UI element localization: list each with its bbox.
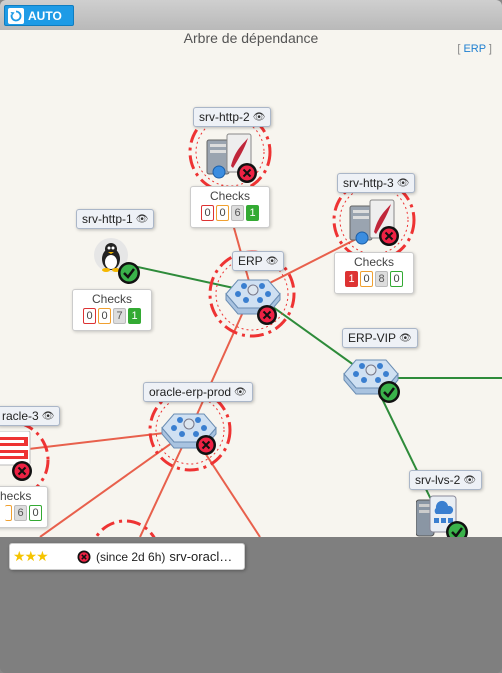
- oracle-logo-icon[interactable]: [0, 430, 32, 472]
- ok-status-icon: [377, 380, 401, 409]
- dependency-tree-panel[interactable]: Arbre de dépendance [ ERP ] srv-ht: [0, 30, 502, 537]
- count-warning[interactable]: 0: [216, 205, 229, 221]
- count-ok[interactable]: 0: [390, 271, 403, 287]
- count-critical[interactable]: 0: [83, 308, 96, 324]
- status-card[interactable]: ★★★ (since 2d 6h) srv-oracl…: [9, 543, 245, 570]
- host-name[interactable]: srv-oracl…: [169, 549, 233, 564]
- count-warning[interactable]: 0: [360, 271, 373, 287]
- edge-oracle-down-far: [39, 429, 191, 537]
- critical-status-icon: [378, 225, 400, 252]
- eye-icon[interactable]: 👁: [252, 111, 266, 123]
- node-label-srv-http-1[interactable]: srv-http-1👁: [76, 209, 155, 229]
- filter-breadcrumb: [ ERP ]: [457, 43, 492, 55]
- status-footer: ★★★ (since 2d 6h) srv-oracl…: [0, 537, 502, 673]
- critical-status-icon: [77, 550, 91, 564]
- eye-icon[interactable]: 👁: [234, 386, 247, 398]
- eye-icon[interactable]: 👁: [396, 177, 410, 189]
- eye-icon[interactable]: 👁: [399, 332, 412, 344]
- eye-icon[interactable]: 👁: [265, 255, 279, 267]
- eye-icon[interactable]: 👁: [135, 213, 149, 225]
- load-balancer-icon[interactable]: [415, 494, 464, 537]
- node-label-srv-http-2[interactable]: srv-http-2👁: [193, 107, 272, 127]
- edge-erp-oracle: [189, 291, 253, 431]
- critical-status-icon: [195, 434, 217, 461]
- eye-icon[interactable]: 👁: [463, 474, 477, 486]
- count-critical[interactable]: 0: [201, 205, 214, 221]
- critical-status-icon: [236, 162, 258, 189]
- ok-status-icon: [117, 261, 141, 290]
- eye-icon[interactable]: 👁: [41, 410, 55, 422]
- node-label-erp-vip[interactable]: ERP-VIP👁: [342, 328, 418, 348]
- count-ok[interactable]: 1: [128, 308, 141, 324]
- count-unknown[interactable]: 6: [231, 205, 244, 221]
- count-unknown[interactable]: 6: [14, 505, 27, 521]
- critical-status-icon: [11, 460, 33, 487]
- count-warning[interactable]: 0: [5, 505, 12, 521]
- node-label-erp[interactable]: ERP👁: [232, 251, 285, 271]
- erp-filter-link[interactable]: ERP: [463, 43, 486, 55]
- business-impact-stars: ★★★: [13, 548, 49, 564]
- toolbar: AUTO: [0, 0, 502, 30]
- refresh-icon: [8, 7, 24, 24]
- node-label-srv-http-3[interactable]: srv-http-3👁: [337, 173, 416, 193]
- node-label-oracle-3[interactable]: racle-3👁: [0, 406, 61, 426]
- count-unknown[interactable]: 7: [113, 308, 126, 324]
- count-ok[interactable]: 0: [29, 505, 42, 521]
- count-unknown[interactable]: 8: [375, 271, 388, 287]
- count-ok[interactable]: 1: [246, 205, 259, 221]
- linux-tux-icon[interactable]: [93, 237, 133, 282]
- ok-status-icon: [445, 520, 469, 537]
- auto-refresh-button[interactable]: AUTO: [4, 5, 74, 26]
- critical-status-icon: [256, 304, 278, 331]
- node-label-oracle-erp-prod[interactable]: oracle-erp-prod👁: [143, 382, 253, 402]
- auto-label: AUTO: [28, 8, 62, 23]
- critical-ring-oracle-erp-prod: [148, 388, 232, 472]
- server-web-icon[interactable]: [348, 196, 400, 251]
- node-label-srv-lvs-2[interactable]: srv-lvs-2👁: [409, 470, 483, 490]
- checks-box-oracle-3[interactable]: hecks 060: [0, 486, 48, 528]
- status-duration: (since 2d 6h): [96, 549, 166, 564]
- server-web-icon[interactable]: [205, 130, 257, 185]
- count-critical[interactable]: 1: [345, 271, 358, 287]
- critical-ring-bottom: [94, 519, 156, 537]
- panel-title: Arbre de dépendance: [183, 30, 319, 46]
- count-warning[interactable]: 0: [98, 308, 111, 324]
